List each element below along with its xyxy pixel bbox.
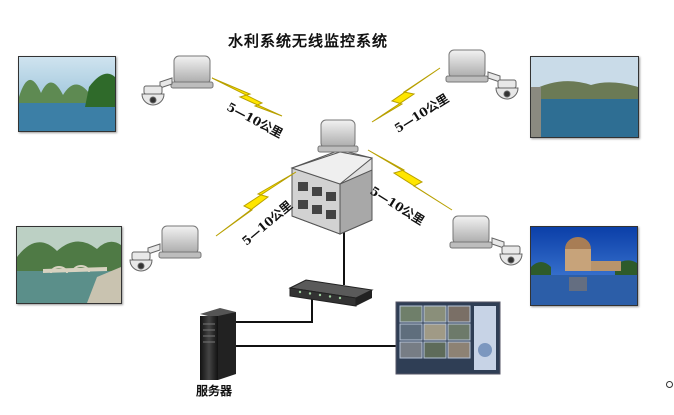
central-access-point <box>317 119 359 153</box>
camera-top-left <box>141 77 173 106</box>
lake-hills-image <box>531 57 638 137</box>
photo-palace-lake <box>530 226 638 306</box>
cable-lines <box>232 232 396 347</box>
server-label: 服务器 <box>196 384 233 398</box>
photo-river-karst <box>18 56 116 132</box>
river-karst-image <box>19 57 115 131</box>
access-point-bottom-left <box>158 225 202 259</box>
access-point-top-left <box>170 55 214 89</box>
access-point-bottom-right <box>449 215 493 249</box>
wireless-link-top-right-icon <box>371 67 441 123</box>
palace-lake-image <box>531 227 637 305</box>
central-building <box>290 149 374 235</box>
circle-mark <box>666 381 673 388</box>
monitoring-screen <box>395 301 501 375</box>
access-point-top-right <box>445 49 489 83</box>
camera-bottom-left <box>129 243 161 272</box>
wireless-link-bottom-right-icon <box>367 149 453 211</box>
wireless-link-bottom-left-icon <box>215 171 297 237</box>
server-tower <box>200 308 236 380</box>
photo-stone-bridge <box>16 226 122 304</box>
camera-top-right <box>487 71 519 100</box>
camera-bottom-right <box>491 237 523 266</box>
network-switch <box>288 279 374 307</box>
wireless-link-top-left-icon <box>211 77 283 117</box>
photo-lake-hills <box>530 56 639 138</box>
diagram-title: 水利系统无线监控系统 <box>228 32 389 50</box>
stone-bridge-image <box>17 227 121 303</box>
